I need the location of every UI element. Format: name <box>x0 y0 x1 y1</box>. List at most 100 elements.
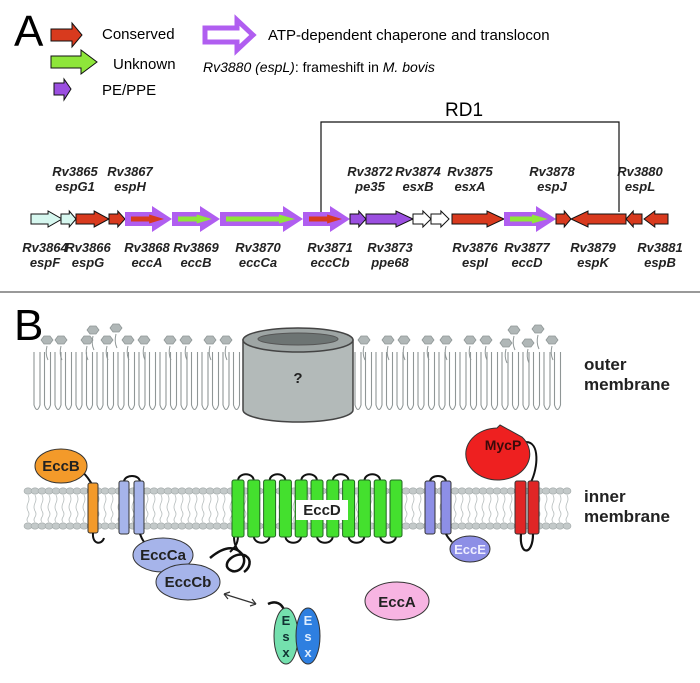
pe-ppe-arrow-icon <box>53 77 72 102</box>
gene-id-label: Rv3864 <box>22 240 68 255</box>
gene-arrow-rv3865 <box>60 209 77 229</box>
gene-id-label: Rv3870 <box>235 240 281 255</box>
legend-pe-ppe: PE/PPE <box>53 77 156 102</box>
inner-membrane-label-1: inner <box>584 487 626 506</box>
note-species: M. bovis <box>383 59 435 75</box>
gene-id-label: Rv3866 <box>65 240 111 255</box>
gene-id-label: Rv3869 <box>173 240 219 255</box>
esx2-letter: x <box>304 645 312 660</box>
legend-unknown: Unknown <box>50 49 176 75</box>
gene-name-label: espB <box>644 255 676 270</box>
mycp-pacman-shape <box>465 424 531 481</box>
gene-arrow-rv3877 <box>504 206 556 232</box>
legend-conserved-label: Conserved <box>102 26 175 43</box>
panel-a-letter: A <box>14 7 44 56</box>
esx1-letter: s <box>282 629 289 644</box>
interaction-arrow <box>223 591 257 607</box>
outer-membrane-pore: ? <box>242 327 354 423</box>
atp-arrow-icon <box>202 14 257 56</box>
gene-id-label: Rv3879 <box>570 240 616 255</box>
gene-id-label: Rv3871 <box>307 240 353 255</box>
note-gene: Rv3880 (espL) <box>203 59 295 75</box>
gene-name-label: espG1 <box>55 179 95 194</box>
eccc-protein: EccCa EccCb <box>118 475 251 601</box>
gene-name-label: espI <box>462 255 488 270</box>
rd1-bracket: RD1 <box>320 100 620 212</box>
gene-arrow-rv3872 <box>349 209 367 229</box>
esx-dimer: E s x E s x <box>267 601 321 665</box>
outer-membrane-label-2: membrane <box>584 375 670 394</box>
eccd-helix <box>357 479 371 538</box>
gene-id-label: Rv3880 <box>617 164 663 179</box>
eccca-label: EccCa <box>140 547 187 564</box>
mycp-protein: MycP <box>465 424 540 552</box>
legend: Conserved Unknown PE/PPE ATP-dependent c… <box>50 14 550 102</box>
gene-arrow-rv3868 <box>125 206 172 232</box>
gene-arrow-rv3876 <box>451 210 506 228</box>
panel-b: B ? outer membrane inner membrane EccB <box>14 301 670 665</box>
eccd-helix <box>263 479 277 538</box>
rd1-label: RD1 <box>445 100 483 121</box>
pore-question-label: ? <box>293 370 302 387</box>
eccd-protein: EccD <box>229 473 403 553</box>
legend-atp-label: ATP-dependent chaperone and translocon <box>268 27 550 44</box>
gene-arrow-rv3874 <box>412 209 432 229</box>
gene-name-label: eccB <box>180 255 211 270</box>
eccd-helix <box>278 479 292 538</box>
esx1-letter: x <box>282 645 290 660</box>
gene-arrow-rv3866 <box>75 210 111 228</box>
ecce-label: EccE <box>454 542 486 557</box>
gene-name-label: espH <box>114 179 146 194</box>
eccb-label: EccB <box>42 458 80 475</box>
gene-id-label: Rv3874 <box>395 164 441 179</box>
ecce-protein: EccE <box>424 475 491 563</box>
unknown-arrow-icon <box>50 49 98 75</box>
legend-conserved: Conserved <box>50 21 175 49</box>
conserved-arrow-icon <box>50 21 83 49</box>
gene-arrow-rv3867 <box>108 209 126 229</box>
legend-atp: ATP-dependent chaperone and translocon <box>202 14 550 56</box>
esx1-letter: E <box>282 613 291 628</box>
eccd-helix <box>389 479 403 538</box>
eccd-helix <box>247 479 261 538</box>
gene-arrow-rv3871 <box>303 206 350 232</box>
esx-blue-subunit <box>295 607 321 665</box>
gene-id-label: Rv3877 <box>504 240 550 255</box>
ecca-label: EccA <box>378 594 416 611</box>
esx2-letter: E <box>304 613 313 628</box>
gene-id-label: Rv3881 <box>637 240 683 255</box>
outer-membrane <box>33 323 562 411</box>
gene-arrow-rv3878 <box>555 209 572 229</box>
eccd-helix <box>373 479 387 538</box>
eccd-helix <box>231 479 245 538</box>
mycp-label: MycP <box>485 437 522 453</box>
note-mid: : frameshift in <box>295 59 383 75</box>
gene-id-label: Rv3865 <box>52 164 98 179</box>
gene-arrow-rv3875 <box>430 209 450 229</box>
gene-arrow-rv3881 <box>643 210 669 228</box>
gene-name-label: eccCa <box>239 255 277 270</box>
ecca-protein: EccA <box>364 581 430 621</box>
gene-name-label: eccCb <box>310 255 349 270</box>
gene-name-label: esxA <box>454 179 485 194</box>
ecccb-label: EccCb <box>165 574 212 591</box>
gene-name-label: espF <box>30 255 61 270</box>
panel-b-letter: B <box>14 301 43 350</box>
gene-id-label: Rv3878 <box>529 164 575 179</box>
gene-name-label: espG <box>72 255 105 270</box>
gene-name-label: pe35 <box>354 179 385 194</box>
gene-id-label: Rv3868 <box>124 240 170 255</box>
gene-name-label: espL <box>625 179 655 194</box>
legend-unknown-label: Unknown <box>113 56 176 73</box>
gene-id-label: Rv3876 <box>452 240 498 255</box>
gene-id-label: Rv3872 <box>347 164 393 179</box>
gene-arrow-rv3864 <box>30 210 64 228</box>
gene-arrow-rv3879 <box>569 210 627 228</box>
legend-pe-ppe-label: PE/PPE <box>102 82 156 99</box>
gene-name-label: espJ <box>537 179 567 194</box>
gene-name-label: ppe68 <box>370 255 409 270</box>
esx2-letter: s <box>304 629 311 644</box>
gene-map: Rv3864espFRv3865espG1Rv3866espGRv3867esp… <box>22 164 683 270</box>
legend-frameshift-note: Rv3880 (espL): frameshift in M. bovis <box>203 59 435 75</box>
